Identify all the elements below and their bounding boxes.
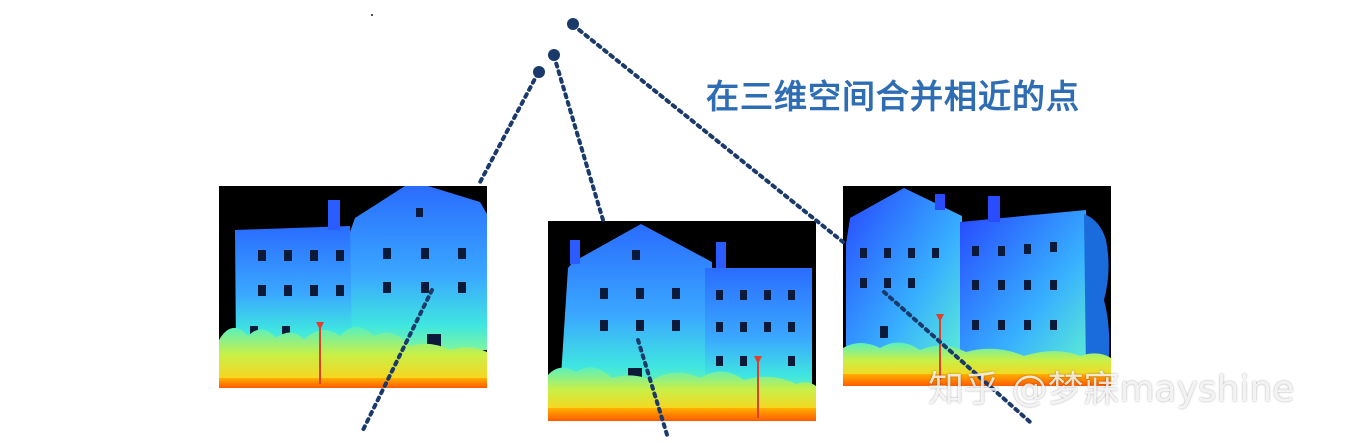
point-3d (567, 18, 579, 30)
watermark: 知乎 @梦寐mayshine (928, 369, 1295, 410)
point-3d (548, 49, 560, 61)
stray-dot (371, 14, 373, 16)
ray-middle-lower (636, 338, 670, 440)
caption-title: 在三维空间合并相近的点 (706, 77, 1080, 116)
depth-map-left (219, 186, 487, 388)
point-3d (533, 66, 545, 78)
ray-right-lower (882, 290, 1032, 424)
ray-middle-upper (552, 54, 605, 222)
ray-right-upper (571, 23, 845, 244)
depth-map-right (843, 186, 1111, 386)
ray-left-lower (360, 288, 434, 434)
projection-rays (360, 23, 1032, 440)
ray-left-upper (476, 71, 540, 188)
merged-3d-points (533, 18, 579, 78)
depth-map-middle (548, 221, 816, 421)
